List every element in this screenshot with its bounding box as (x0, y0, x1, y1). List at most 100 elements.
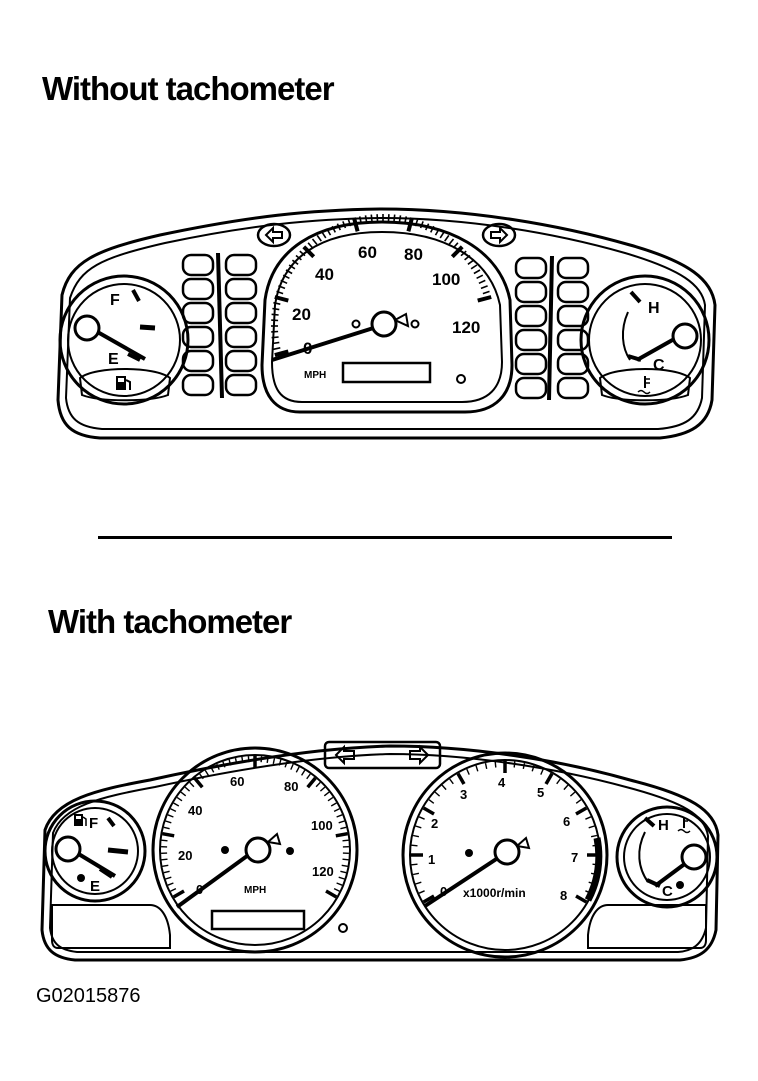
dial-minor-tick (333, 887, 340, 892)
dial-major-tick (172, 889, 185, 899)
odometer-display-bottom (210, 909, 306, 931)
dial-minor-tick (449, 778, 454, 785)
dial-minor-tick (170, 808, 177, 813)
rpm-label-5: 5 (537, 785, 544, 800)
dial-minor-tick (295, 766, 300, 773)
fuel-full-label: F (110, 292, 120, 309)
dial-minor-tick (316, 234, 322, 242)
tachometer-redline (584, 837, 603, 902)
dial-minor-tick (340, 826, 347, 830)
speed-label-60: 60 (358, 243, 377, 262)
dial-minor-tick (494, 761, 497, 768)
dial-minor-tick (288, 264, 296, 270)
turn-signal-panel-bottom (323, 740, 442, 770)
dial-minor-tick (311, 238, 318, 245)
dial-major-tick (544, 772, 554, 785)
dial-minor-tick (315, 781, 321, 788)
dial-minor-tick (163, 870, 170, 874)
dial-minor-tick (161, 839, 168, 842)
dial-minor-tick (412, 834, 420, 838)
dial-minor-tick (241, 756, 244, 764)
dial-minor-tick (364, 215, 368, 223)
dial-major-tick (325, 889, 338, 899)
dial-minor-tick (347, 219, 352, 227)
dial-minor-tick (299, 250, 306, 257)
fuel-full-label-bottom: F (89, 815, 98, 832)
speedometer-top: 0 20 40 60 80 100 120 MPH (271, 214, 492, 384)
dial-minor-tick (272, 307, 280, 311)
dial-minor-tick (341, 864, 348, 867)
dial-minor-tick (398, 215, 402, 223)
dial-minor-tick (540, 768, 544, 775)
speed-label-80: 80 (404, 245, 423, 264)
dial-minor-tick (216, 763, 220, 770)
odometer-display-top (341, 361, 432, 384)
dial-minor-tick (173, 802, 180, 807)
dial-minor-tick (336, 814, 343, 818)
dial-major-tick (193, 776, 204, 789)
bottom-speed-label-60: 60 (230, 774, 244, 789)
temp-hot-label: H (648, 300, 660, 317)
dial-major-tick (306, 776, 317, 789)
dial-minor-tick (273, 301, 281, 305)
speed-label-20: 20 (292, 305, 311, 324)
dial-minor-tick (272, 341, 280, 345)
dial-minor-tick (342, 839, 349, 842)
rpm-label-2: 2 (431, 816, 438, 831)
dial-minor-tick (180, 791, 187, 797)
rpm-label-4: 4 (498, 775, 506, 790)
dial-major-tick (477, 295, 492, 303)
dial-major-tick (162, 831, 175, 838)
dial-minor-tick (556, 778, 561, 785)
speed-label-120: 120 (452, 318, 480, 337)
dial-minor-tick (585, 816, 592, 820)
left-turn-arrow-icon (256, 222, 292, 248)
dial-minor-tick (476, 274, 484, 280)
dial-minor-tick (428, 799, 435, 804)
dial-minor-tick (480, 285, 488, 290)
cluster-housing-inner (64, 216, 707, 430)
dial-minor-tick (473, 269, 481, 275)
dial-minor-tick (415, 825, 422, 829)
dial-minor-tick (330, 802, 337, 807)
dial-minor-tick (319, 786, 326, 792)
dial-minor-tick (165, 820, 172, 824)
dial-minor-tick (522, 762, 526, 770)
dial-minor-tick (460, 250, 467, 257)
rpm-label-3: 3 (460, 787, 467, 802)
warning-lights-left-top (181, 252, 258, 399)
right-turn-arrow-icon (409, 744, 430, 766)
bottom-speed-label-100: 100 (311, 818, 333, 833)
dial-minor-tick (290, 763, 294, 770)
coolant-temperature-icon (637, 376, 651, 395)
fuel-empty-label: E (108, 351, 119, 368)
dial-minor-tick (189, 781, 195, 788)
lower-right-panel (587, 904, 707, 949)
fuel-pump-icon (74, 814, 87, 826)
dial-minor-tick (266, 756, 269, 764)
coolant-temperature-icon (677, 818, 691, 834)
dial-major-tick (302, 245, 316, 259)
dial-minor-tick (470, 264, 478, 270)
dial-minor-tick (336, 223, 342, 231)
dial-minor-tick (280, 279, 288, 285)
temp-hot-label-bottom: H (658, 817, 669, 834)
dial-minor-tick (301, 769, 306, 776)
dial-minor-tick (323, 791, 330, 797)
dial-minor-tick (418, 890, 425, 894)
dial-minor-tick (284, 761, 288, 768)
dial-minor-tick (358, 216, 362, 224)
cluster-without-tachometer (56, 207, 717, 440)
left-turn-arrow-icon (334, 744, 355, 766)
temp-cold-label-bottom: C (662, 883, 673, 900)
fuel-gauge-bottom: F E (43, 799, 147, 903)
dial-minor-tick (285, 269, 293, 275)
bottom-speed-label-20: 20 (178, 848, 192, 863)
dial-major-tick (575, 894, 588, 904)
dial-minor-tick (295, 254, 302, 261)
dial-minor-tick (271, 313, 279, 316)
dial-minor-tick (247, 756, 250, 763)
dial-minor-tick (575, 799, 582, 804)
dial-minor-tick (342, 221, 347, 229)
fuel-pump-icon (116, 376, 131, 390)
